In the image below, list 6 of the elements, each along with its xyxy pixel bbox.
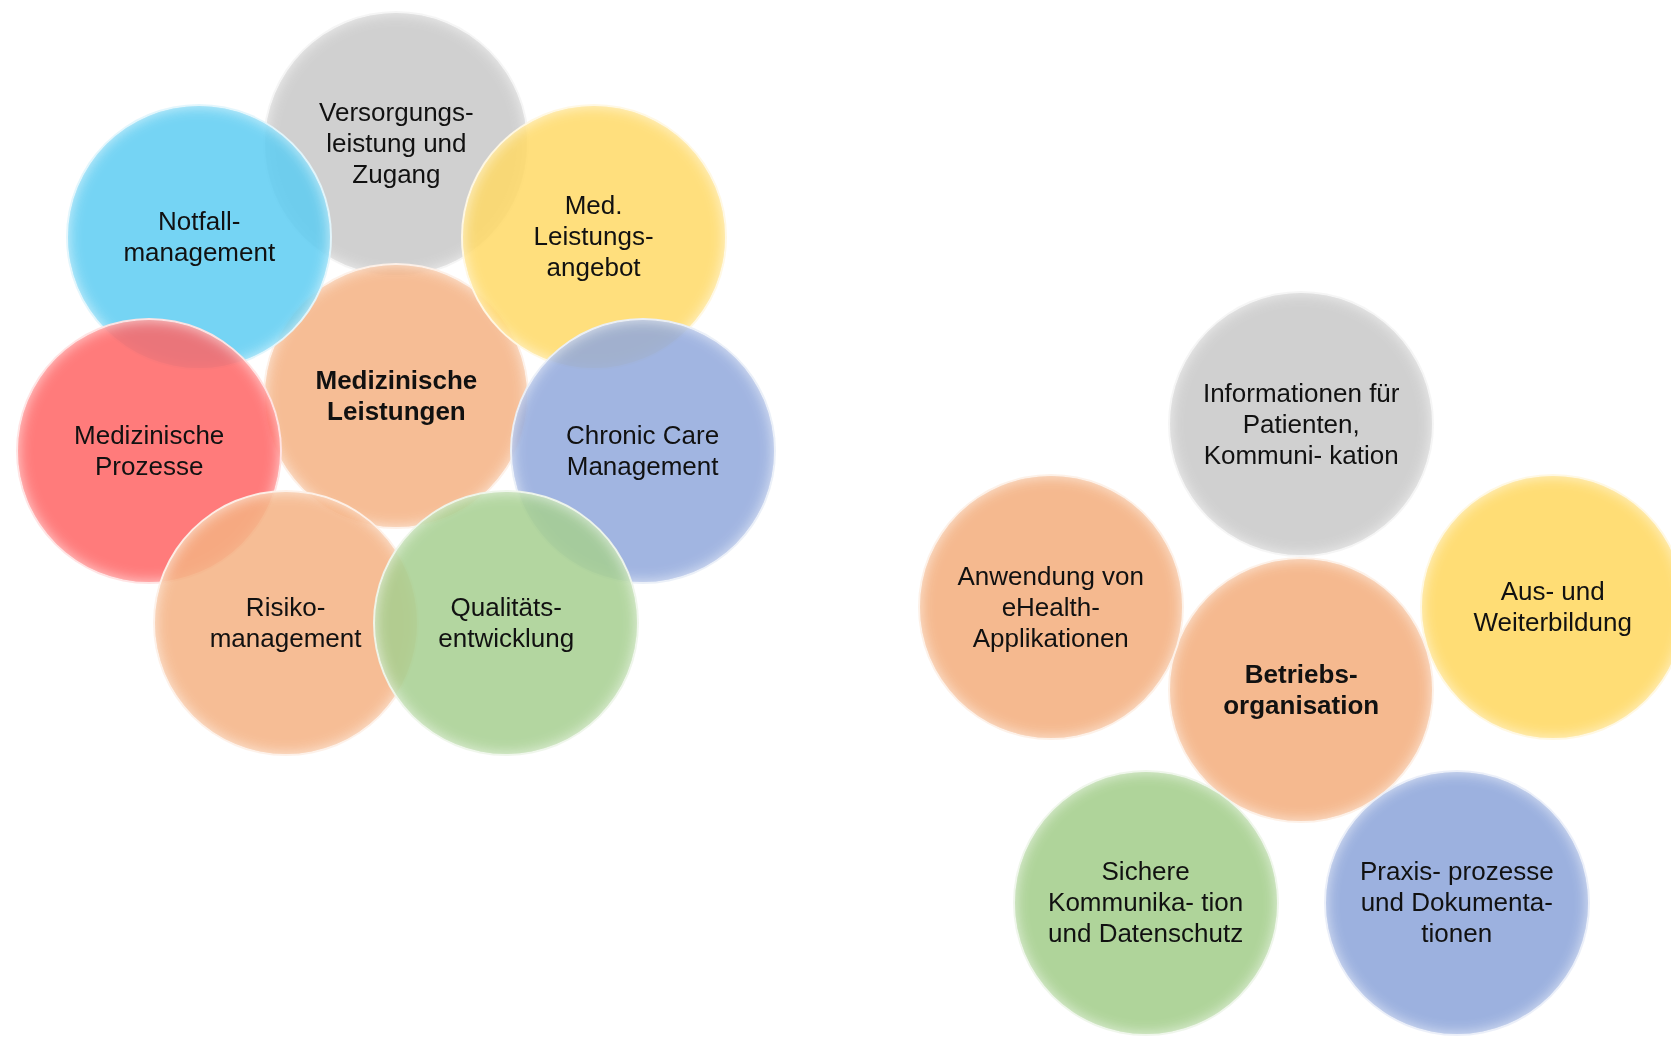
topic-circle: Sichere Kommunika- tion und Datenschutz	[1012, 769, 1279, 1036]
topic-circle: Betriebs- organisation	[1168, 556, 1435, 823]
topic-circle: Anwendung von eHealth- Applikationen	[917, 474, 1184, 741]
topic-circle: Aus- und Weiterbildung	[1419, 474, 1671, 741]
topic-circle: Praxis- prozesse und Dokumenta- tionen	[1323, 769, 1590, 1036]
topic-circle: Informationen für Patienten, Kommuni- kation	[1168, 291, 1435, 558]
